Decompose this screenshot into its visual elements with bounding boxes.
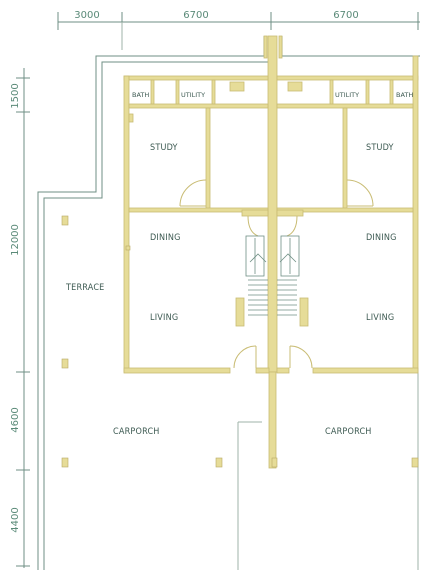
room-label-study-left: STUDY [150, 143, 178, 153]
dim-top-1: 3000 [74, 10, 99, 21]
room-label-bath-left: BATH [132, 91, 149, 99]
room-label-study-right: STUDY [366, 143, 394, 153]
room-label-carporch-left: CARPORCH [113, 427, 160, 437]
room-label-dining-left: DINING [150, 233, 181, 243]
room-label-terrace: TERRACE [65, 283, 105, 293]
top-dimension-line: 3000 6700 6700 [57, 10, 420, 50]
left-unit [61, 75, 270, 468]
site-boundary [37, 36, 420, 570]
room-label-dining-right: DINING [366, 233, 397, 243]
right-unit [271, 55, 419, 468]
room-label-living-left: LIVING [150, 313, 178, 323]
room-label-bath-right: BATH [396, 91, 413, 99]
room-label-utility-right: UTILITY [335, 91, 359, 99]
stair-treads-left [248, 279, 268, 316]
party-wall [263, 35, 283, 469]
staircase [235, 209, 309, 327]
room-label-carporch-right: CARPORCH [325, 427, 372, 437]
left-dimension-line: 1500 12000 4600 4400 [10, 68, 30, 568]
dim-left-2: 12000 [10, 224, 21, 256]
dim-left-4: 4400 [10, 507, 21, 532]
dim-top-3: 6700 [333, 10, 358, 21]
dim-left-1: 1500 [10, 83, 21, 108]
room-label-utility-left: UTILITY [181, 91, 205, 99]
dim-top-2: 6700 [183, 10, 208, 21]
stair-treads-right [277, 279, 297, 316]
dim-left-3: 4600 [10, 407, 21, 432]
room-label-living-right: LIVING [366, 313, 394, 323]
